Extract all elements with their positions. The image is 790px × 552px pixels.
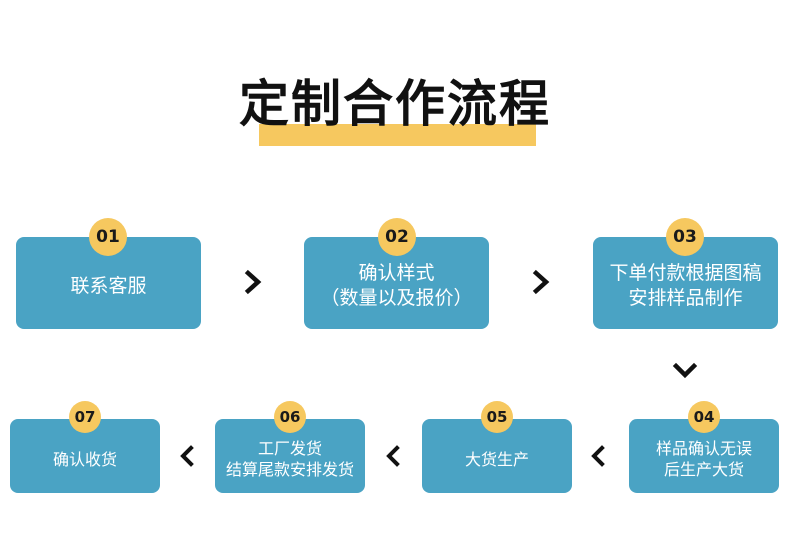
step-05-line-1: 大货生产 <box>464 449 529 469</box>
down-arrow-icon <box>672 358 698 384</box>
step-07-line-1: 确认收货 <box>52 449 117 469</box>
step-06-line-1: 工厂发货 <box>257 439 322 458</box>
step-02: 确认样式 （数量以及报价） <box>304 237 489 329</box>
step-02-line-1: 确认样式 <box>358 262 435 284</box>
right-arrow-icon <box>240 269 266 295</box>
step-06-badge: 06 <box>274 401 306 433</box>
step-06-line-2: 结算尾款安排发货 <box>225 460 354 479</box>
step-04-line-1: 样品确认无误 <box>655 439 752 458</box>
step-02-line-2: （数量以及报价） <box>320 287 473 309</box>
step-box: 联系客服 <box>16 237 201 329</box>
step-05-badge: 05 <box>481 401 513 433</box>
title-highlight-bar <box>259 124 536 146</box>
step-box: 确认样式 （数量以及报价） <box>304 237 489 329</box>
title-block: 定制合作流程 <box>0 60 790 156</box>
step-03-badge: 03 <box>666 218 704 256</box>
step-03-line-2: 安排样品制作 <box>628 287 743 309</box>
left-arrow-icon <box>380 443 406 469</box>
step-07-badge: 07 <box>69 401 101 433</box>
step-04-badge: 04 <box>688 401 720 433</box>
left-arrow-icon <box>585 443 611 469</box>
page-title: 定制合作流程 <box>239 75 551 133</box>
step-01: 联系客服 <box>16 237 201 329</box>
right-arrow-icon <box>528 269 554 295</box>
step-02-badge: 02 <box>378 218 416 256</box>
left-arrow-icon <box>174 443 200 469</box>
step-03-line-1: 下单付款根据图稿 <box>609 262 762 284</box>
step-01-line-1: 联系客服 <box>70 274 147 297</box>
step-01-badge: 01 <box>89 218 127 256</box>
step-04-line-2: 后生产大货 <box>663 460 744 479</box>
